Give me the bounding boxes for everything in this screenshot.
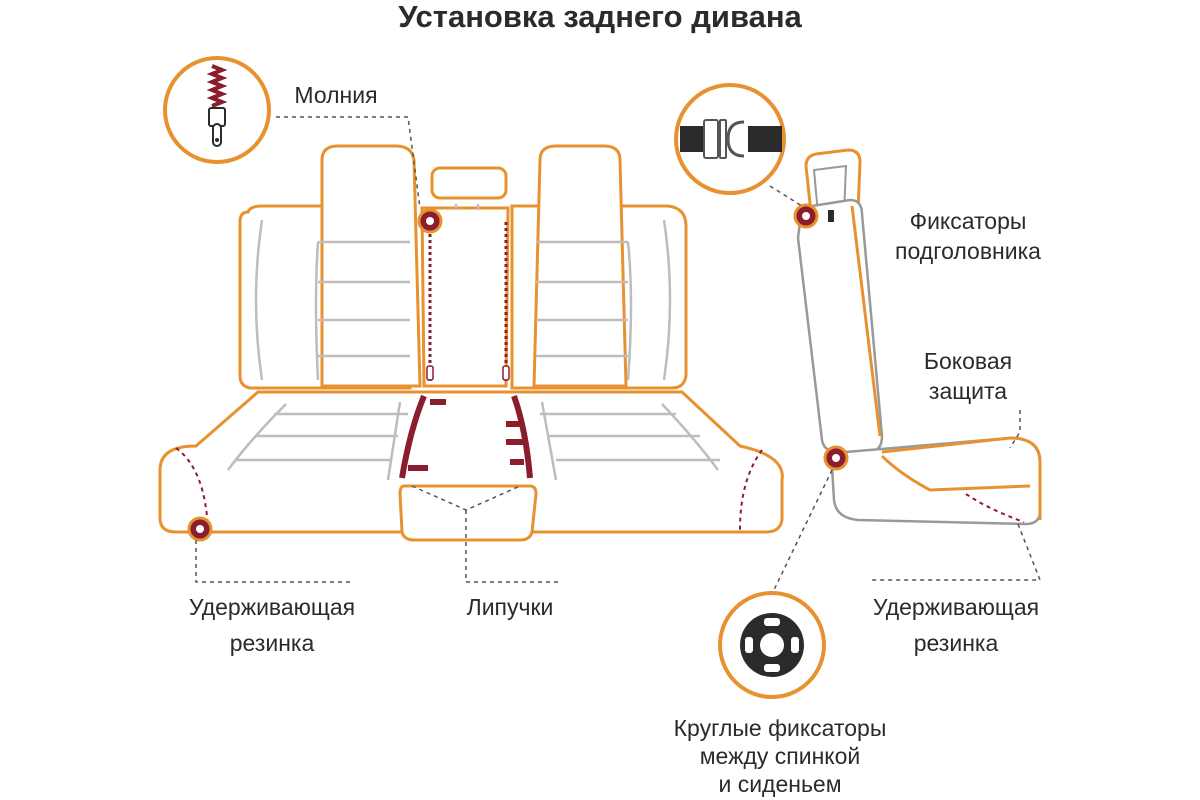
round-fastener-icon [740,613,804,677]
diagram-title: Установка заднего дивана [398,0,802,34]
label-retaining-elastic-right-line1: Удерживающая [872,594,1040,620]
label-side-protection-line2: защита [928,378,1008,404]
label-headrest-fasteners: Фиксаторы подголовника [895,206,1041,266]
label-retaining-elastic-left-line1: Удерживающая [188,594,356,620]
zipper-icon [206,64,228,147]
bench-markers [187,208,443,542]
buckle-callout [674,83,786,195]
label-retaining-elastic-right: Удерживающая резинка [873,592,1039,658]
zipper-pulls [426,365,510,381]
rear-bench-front-view [158,144,784,542]
zipper-lines [428,222,508,382]
label-round-fasteners-line1: Круглые фиксаторы [673,715,887,741]
velcro-strips [399,394,533,479]
label-headrest-fasteners-line2: подголовника [895,238,1041,264]
label-retaining-elastic-right-line2: резинка [913,630,999,656]
label-retaining-elastic-left: Удерживающая резинка [189,592,355,658]
label-retaining-elastic-left-line2: резинка [229,630,315,656]
label-round-fasteners-line3: и сиденьем [718,771,842,797]
label-velcro-text: Липучки [466,594,554,620]
headrest-clip [828,210,834,222]
label-zipper: Молния [294,80,377,110]
bench-quilting-lines [226,204,720,481]
label-side-protection: Боковая защита [924,346,1012,406]
leader-lines-left [195,116,560,583]
label-round-fasteners-line2: между спинкой [699,743,861,769]
zipper-callout [163,56,271,164]
label-headrest-fasteners-line1: Фиксаторы [909,208,1027,234]
label-round-fasteners: Круглые фиксаторы между спинкой и сидень… [674,714,887,798]
side-markers [793,203,849,471]
seat-side-view [796,148,1042,526]
buckle-clip-icon [680,119,782,159]
label-velcro: Липучки [467,592,554,622]
leader-lines-right [769,185,1042,595]
label-side-protection-line1: Боковая [923,348,1013,374]
label-zipper-text: Молния [294,82,378,108]
side-elastic-dashes [965,493,1025,523]
round-fastener-callout [718,591,826,699]
